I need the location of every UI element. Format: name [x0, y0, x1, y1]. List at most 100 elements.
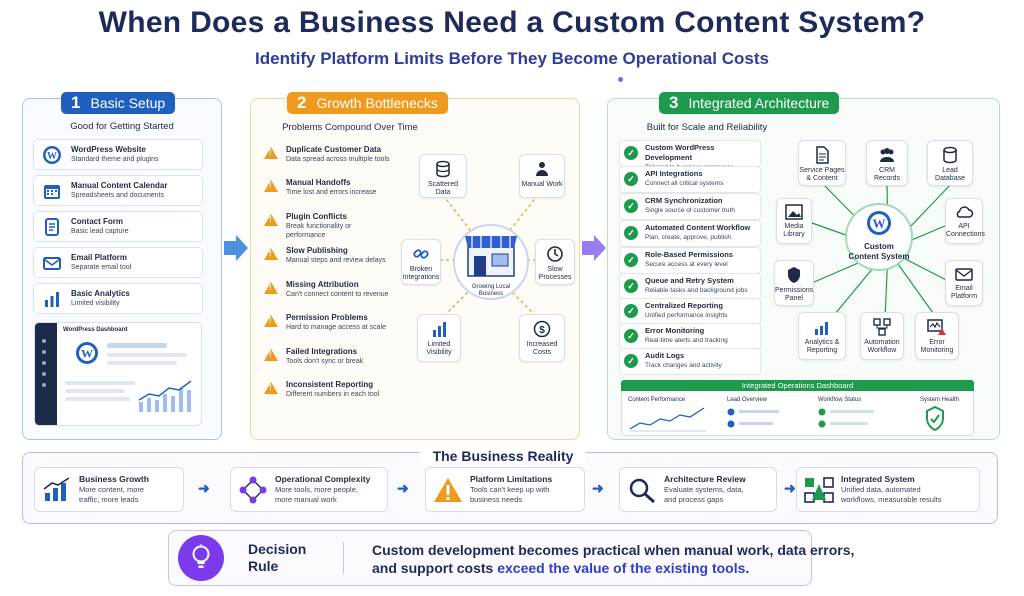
item-desc: Can't connect content to revenue: [286, 291, 389, 298]
item-title: WordPress Website: [71, 145, 146, 154]
slow-processes-node: Slow Processes: [535, 239, 575, 285]
magnifier-icon: [620, 476, 664, 504]
cloud-icon: [956, 206, 974, 218]
item-desc: Standard theme and plugins: [71, 156, 159, 163]
growth-bottlenecks-tagline: Problems Compound Over Time: [282, 122, 418, 133]
rule-highlight: exceed the value of the existing tools: [497, 560, 746, 576]
item-title: CRM Synchronization: [645, 196, 723, 205]
arrow-right-icon: ➜: [784, 480, 796, 496]
svg-text:W: W: [81, 347, 93, 361]
database-icon: [436, 160, 450, 178]
wordpress-logo-icon: W: [76, 342, 98, 364]
rule-text-line: and support costs exceed the value of th…: [372, 559, 854, 577]
page-subtitle: Identify Platform Limits Before They Bec…: [255, 49, 769, 68]
item-desc: Track changes and activity: [645, 362, 722, 369]
flow-arrow-icon: [224, 235, 248, 261]
broken-link-icon: [413, 249, 429, 259]
node-label: Manual Work: [521, 181, 563, 188]
lead-overview-list: [727, 408, 779, 428]
item-desc: Hard to manage access at scale: [286, 324, 386, 331]
dollar-icon: $: [533, 320, 551, 338]
form-icon: [39, 217, 65, 237]
item-title: Manual Handoffs: [286, 178, 351, 187]
node-label: CRM Records: [873, 167, 901, 182]
node-label: Lead Database: [935, 167, 965, 182]
step-number: 3: [669, 93, 679, 112]
warning-icon: [264, 248, 278, 260]
system-health-label: System Health: [920, 397, 960, 403]
limited-visibility-node: Limited Visibility: [417, 314, 461, 362]
hub-label: Growing Local Business: [471, 284, 511, 297]
item-desc: Separate email tool: [71, 264, 132, 271]
item-desc: Break functionality or performance: [286, 223, 352, 239]
content-performance-label: Content Performance: [628, 397, 686, 403]
item-title: Automated Content Workflow: [645, 223, 751, 232]
item-desc: Tools don't sync or break: [286, 358, 364, 365]
arrow-right-icon: ➜: [198, 480, 210, 496]
item-desc: Manual steps and review delays: [286, 257, 386, 264]
node-label: Broken Integrations: [402, 266, 440, 281]
svg-text:W: W: [47, 151, 57, 162]
node-label: Automation Workflow: [864, 339, 900, 354]
item-desc: Spreadsheets and documents: [71, 192, 165, 199]
node-label: Analytics & Reporting: [804, 339, 840, 354]
step-title: Operational Complexity: [275, 474, 371, 484]
svg-text:$: $: [539, 325, 545, 336]
item-title: Contact Form: [71, 217, 123, 226]
item-desc: Limited visibility: [71, 300, 120, 307]
dashboard-chart: [138, 380, 192, 412]
arrow-right-icon: ➜: [592, 480, 604, 496]
check-icon: ✓: [624, 146, 638, 160]
error-monitoring-node: Error Monitoring: [915, 312, 959, 360]
warning-icon: [264, 180, 278, 192]
node-label: Error Monitoring: [920, 339, 954, 354]
item-title: Custom WordPress Development: [645, 143, 715, 162]
email-icon: [955, 268, 973, 281]
permissions-panel-node: Permissions Panel: [774, 260, 814, 306]
image-icon: [785, 204, 803, 220]
item-title: Queue and Retry System: [645, 276, 734, 285]
item-desc: Real-time alerts and tracking: [645, 337, 728, 344]
node-label: Slow Processes: [538, 266, 572, 281]
step-title: Architecture Review: [664, 474, 746, 484]
item-desc: Unified performance insights: [645, 312, 728, 319]
network-icon: [231, 476, 275, 504]
lightbulb-icon: [178, 535, 224, 581]
item-desc: Basic lead capture: [71, 228, 129, 235]
manual-work-node: Manual Work: [519, 154, 565, 198]
item-title: Audit Logs: [645, 351, 685, 360]
step-number: 2: [297, 93, 307, 112]
page-title: When Does a Business Need a Custom Conte…: [98, 6, 926, 39]
warning-icon: [264, 315, 278, 327]
rule-title-line: Decision: [248, 541, 307, 557]
clock-icon: [547, 246, 563, 262]
item-title: Failed Integrations: [286, 347, 358, 356]
step-title: Business Growth: [79, 474, 149, 484]
rule-divider: [343, 542, 344, 574]
workflow-icon: [873, 318, 891, 336]
bar-chart-icon: [39, 289, 65, 309]
step-title: Platform Limitations: [470, 474, 553, 484]
step-desc: Evaluate systems, data,: [664, 485, 744, 494]
flow-arrow-icon: [582, 235, 606, 261]
step-desc: more manual work: [275, 495, 337, 504]
decision-rule-panel: [168, 530, 812, 586]
media-library-node: Media Library: [776, 198, 812, 244]
